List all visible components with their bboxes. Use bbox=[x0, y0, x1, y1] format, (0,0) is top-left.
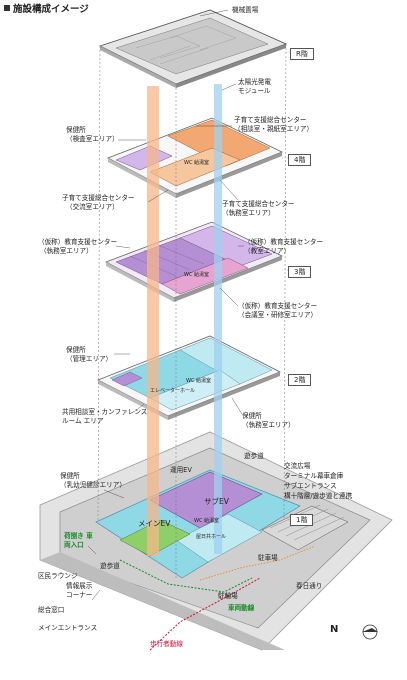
label-wc-1f: WC 給湯室 bbox=[194, 518, 220, 524]
label-health-exam-1: 保健所 bbox=[66, 126, 86, 134]
label-parking: 駐車場 bbox=[258, 554, 278, 562]
label-shared-conf-2: ルーム エリア bbox=[62, 417, 104, 425]
label-health-infant-2: （乳幼児健診エリア） bbox=[60, 481, 126, 489]
label-connection: 構十階層/遊歩道と連携 bbox=[284, 492, 353, 500]
floor-guides bbox=[97, 43, 287, 580]
label-main-entrance: メインエントランス bbox=[38, 624, 98, 632]
label-shared-conf-1: 共用相談室・カンファレンス bbox=[62, 408, 148, 416]
label-info-1: 情報展示 bbox=[66, 582, 93, 590]
core-shafts bbox=[147, 84, 222, 556]
label-health-work-1: 保健所 bbox=[242, 412, 262, 420]
label-solar-2: モジュール bbox=[238, 87, 271, 95]
label-skybridge: 遊歩道 bbox=[244, 452, 264, 460]
north-arrow-icon bbox=[362, 624, 378, 640]
label-childcare-office-1: 子育て支援総合センター bbox=[222, 200, 295, 208]
floor-badge-3f: 3階 bbox=[288, 266, 312, 278]
label-loading-1: 荷捌き 車 bbox=[64, 532, 93, 540]
leader-lines bbox=[87, 9, 244, 601]
label-service-ev: 運用EV bbox=[170, 466, 192, 474]
label-main-ev: メインEV bbox=[138, 519, 171, 528]
label-health-infant-1: 保健所 bbox=[60, 472, 80, 480]
label-bike-parking: 駐輪場 bbox=[218, 592, 238, 600]
label-pedestrian-route: 歩行者動線 bbox=[150, 640, 183, 648]
label-edu-class-1: （仮称）教育支援センター bbox=[244, 238, 324, 246]
label-sub-ev: サブEV bbox=[204, 497, 229, 506]
label-health-mgmt-2: （管理エリア） bbox=[66, 355, 113, 363]
label-health-exam-2: （検査室エリア） bbox=[66, 135, 119, 143]
label-health-work-2: （執務室エリア） bbox=[242, 421, 295, 429]
label-childcare-consult-1: 子育て支援総合センター bbox=[234, 116, 307, 124]
floor-2-plate bbox=[97, 335, 281, 420]
label-promenade: 遊歩道 bbox=[100, 562, 120, 570]
label-wc-3f: WC 給湯室 bbox=[184, 272, 210, 278]
label-north: N bbox=[330, 624, 339, 635]
label-ward-lounge: 区民ラウンジ bbox=[38, 572, 78, 580]
page-title-text: 施設構成イメージ bbox=[13, 4, 89, 15]
roof-plate bbox=[98, 9, 288, 88]
label-solar-1: 太陽光発電 bbox=[238, 78, 271, 86]
floor-3-plate bbox=[105, 221, 283, 302]
page-title: 施設構成イメージ bbox=[4, 4, 89, 16]
label-edu-office-1: （仮称）教育支援センター bbox=[38, 238, 118, 246]
label-exchange-plaza: 交流広場 bbox=[284, 462, 311, 470]
label-childcare-exchange-1: 子育て支援総合センター bbox=[62, 194, 135, 202]
label-wc-2f: WC 給湯室 bbox=[186, 378, 212, 384]
label-childcare-consult-2: （相談室・親紙室エリア） bbox=[234, 125, 314, 133]
label-edu-class-2: （教室エリア） bbox=[244, 247, 291, 255]
label-info-2: コーナー bbox=[66, 591, 93, 599]
label-edu-meeting-1: （仮称）教育支援センター bbox=[238, 302, 318, 310]
label-machine-storage: 機械置場 bbox=[232, 6, 259, 14]
label-vehicle-route: 車両動線 bbox=[228, 604, 255, 612]
floor-badge-4f: 4階 bbox=[288, 154, 312, 166]
label-wc-4f: WC 給湯室 bbox=[184, 160, 210, 166]
label-childcare-office-2: （執務室エリア） bbox=[222, 209, 275, 217]
label-terminal: ターミナル幕車倉庫 bbox=[284, 472, 344, 480]
title-bullet-icon bbox=[4, 5, 10, 11]
label-edu-meeting-2: （会議室・研修室エリア） bbox=[238, 311, 318, 319]
label-health-mgmt-1: 保健所 bbox=[66, 346, 86, 354]
label-entrance-hall: 屋日共ホール bbox=[196, 534, 227, 540]
label-elevator-hall: エレベーターホール bbox=[150, 388, 196, 394]
floor-badge-1f: 1階 bbox=[290, 514, 314, 526]
floor-badge-2f: 2階 bbox=[288, 374, 312, 386]
floor-badge-roof: R階 bbox=[290, 48, 314, 60]
label-childcare-exchange-2: （交流室エリア） bbox=[66, 203, 119, 211]
label-sub-entrance: サブエントランス bbox=[284, 482, 337, 490]
label-loading-2: 両入口 bbox=[64, 541, 84, 549]
label-edu-office-2: （執務室エリア） bbox=[40, 247, 93, 255]
label-general-window: 総合窓口 bbox=[38, 606, 65, 614]
label-kasuga-street: 春日通り bbox=[296, 582, 323, 590]
